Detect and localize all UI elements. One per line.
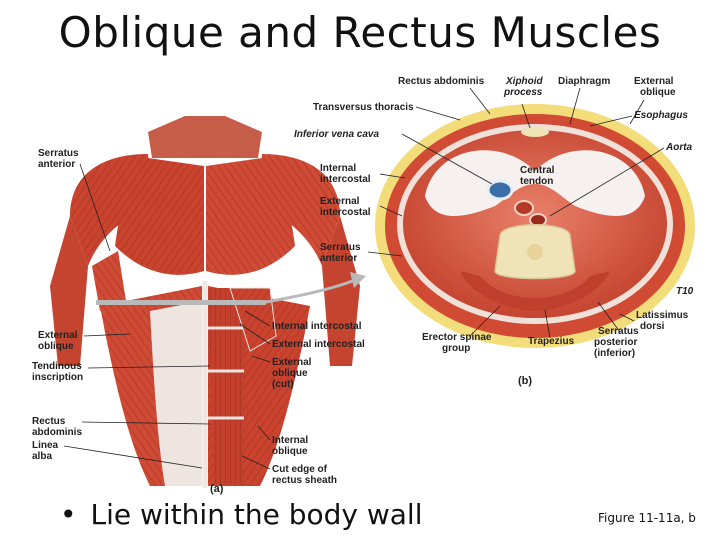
anatomy-illustration: Serratus anterior External oblique Tendi… xyxy=(32,76,695,495)
right-deltoid xyxy=(258,154,340,266)
vena-cava-shape xyxy=(486,179,514,201)
label-b-latissimus-dorsi: Latissimus dorsi xyxy=(636,310,691,332)
label-a-internal-intercostal: Internal intercostal xyxy=(272,321,362,332)
label-a-serratus-anterior: Serratus anterior xyxy=(38,148,81,170)
xiphoid-shape xyxy=(521,127,549,137)
label-b-t10: T10 xyxy=(676,286,694,297)
label-b-serratus-posterior: Serratus posterior (inferior) xyxy=(594,326,641,359)
label-a-rectus-abdominis: Rectus abdominis xyxy=(32,416,82,438)
figure-a-leaders xyxy=(63,163,271,470)
panel-label-a: (a) xyxy=(210,483,224,495)
section-arrowhead xyxy=(350,272,366,288)
label-a-external-oblique-cut: External oblique (cut) xyxy=(272,357,314,390)
right-pectoral xyxy=(206,158,295,275)
central-tendon-shape xyxy=(425,150,645,216)
label-b-transversus-thoracis: Transversus thoracis xyxy=(313,102,414,113)
left-arm xyxy=(50,216,88,366)
label-b-external-intercostal: External intercostal xyxy=(320,196,371,218)
label-b-external-oblique: External oblique xyxy=(634,76,676,98)
esophagus-shape xyxy=(514,200,534,216)
label-b-esophagus: Esophagus xyxy=(634,110,688,121)
section-arrow xyxy=(265,278,356,304)
label-a-external-intercostal: External intercostal xyxy=(272,339,365,350)
figure-caption: Figure 11-11a, b xyxy=(598,511,696,525)
label-a-external-oblique: External oblique xyxy=(38,330,80,352)
neck-muscle xyxy=(148,116,262,158)
section-plane xyxy=(96,300,266,305)
figure-b-leaders xyxy=(367,87,665,339)
label-b-erector-spinae: Erector spinae group xyxy=(422,332,494,354)
right-rectus-abdominis xyxy=(208,288,244,484)
label-b-serratus-anterior: Serratus anterior xyxy=(320,242,363,264)
left-serratus xyxy=(92,251,126,311)
label-a-linea-alba: Linea alba xyxy=(32,440,61,462)
label-b-xiphoid-process: Xiphoid process xyxy=(503,76,545,98)
bullet-point: • Lie within the body wall xyxy=(60,498,422,531)
torso-illustration xyxy=(50,116,366,488)
label-a-internal-oblique: Internal oblique xyxy=(272,435,311,457)
figure-a-labels: Serratus anterior External oblique Tendi… xyxy=(32,148,365,495)
panel-label-b: (b) xyxy=(518,375,532,387)
label-b-internal-intercostal: Internal intercostal xyxy=(320,163,371,185)
label-b-rectus-abdominis: Rectus abdominis xyxy=(398,76,485,87)
label-b-aorta: Aorta xyxy=(665,142,693,153)
erector-spinae-shape xyxy=(460,271,610,311)
label-b-central-tendon: Central tendon xyxy=(520,165,557,187)
left-pectoral xyxy=(115,158,204,275)
figure-b-labels: Rectus abdominis Xiphoid process Diaphra… xyxy=(294,76,694,387)
bullet-text: Lie within the body wall xyxy=(90,498,423,531)
slide-title: Oblique and Rectus Muscles xyxy=(58,8,662,57)
label-b-inferior-vena-cava: Inferior vena cava xyxy=(294,129,379,140)
label-b-trapezius: Trapezius xyxy=(528,336,575,347)
label-b-diaphragm: Diaphragm xyxy=(558,76,610,87)
left-aponeurosis xyxy=(150,301,202,486)
anatomy-figure: Serratus anterior External oblique Tendi… xyxy=(30,66,704,498)
left-deltoid xyxy=(70,154,152,266)
right-arm xyxy=(322,216,360,366)
label-a-tendinous-inscription: Tendinous inscription xyxy=(32,361,85,383)
label-a-cut-edge: Cut edge of rectus sheath xyxy=(272,464,337,486)
bullet-dot-icon: • xyxy=(60,498,77,531)
spinal-canal xyxy=(527,244,543,260)
cross-section-illustration xyxy=(375,104,695,348)
